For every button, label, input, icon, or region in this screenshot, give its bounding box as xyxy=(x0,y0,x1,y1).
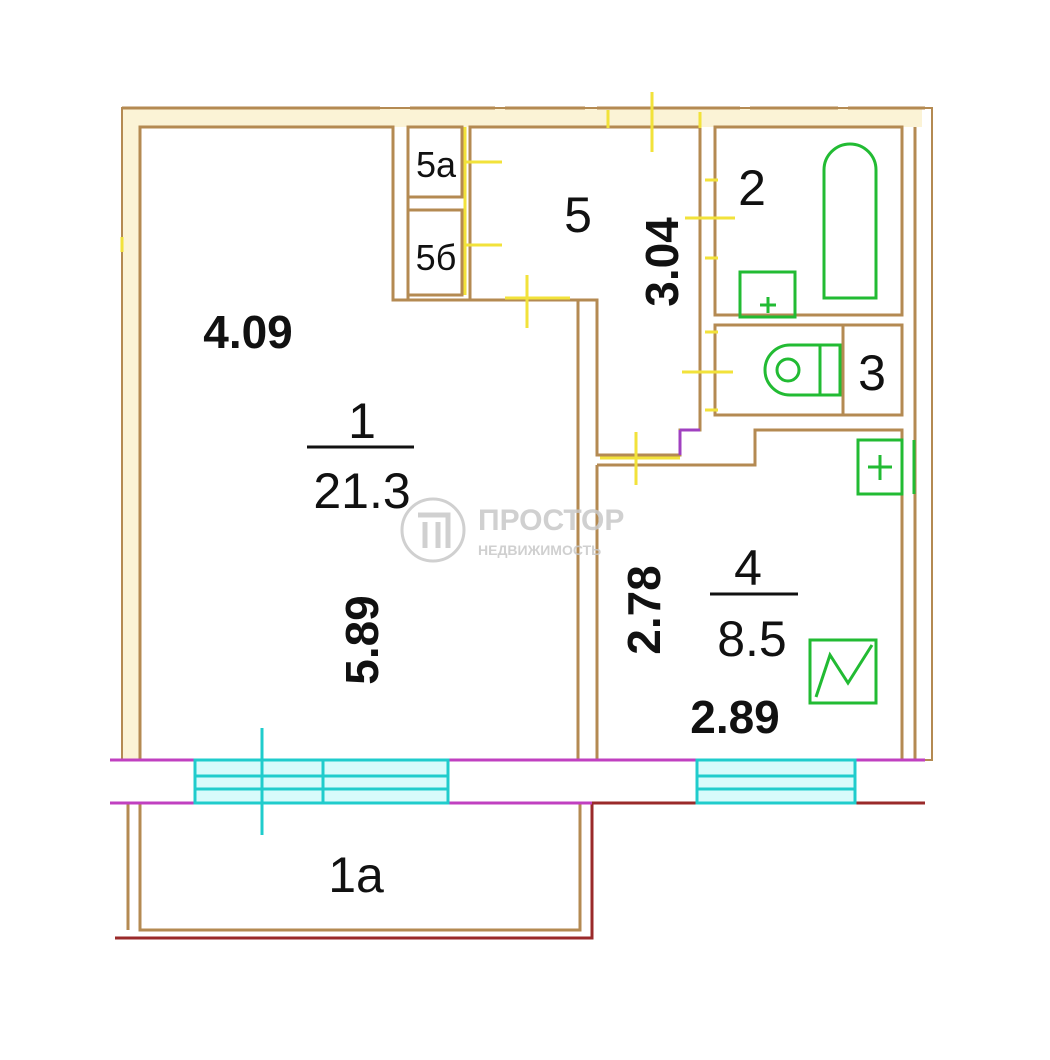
watermark-brand: ПРОСТОР xyxy=(478,504,624,537)
window-room-4 xyxy=(695,758,857,805)
room-5-number: 5 xyxy=(564,187,592,243)
stove-icon xyxy=(856,438,904,496)
toilet-icon xyxy=(763,343,842,397)
room-2-number: 2 xyxy=(738,160,766,216)
closet-5a-number: 5a xyxy=(416,144,457,185)
fixtures xyxy=(738,142,916,705)
room-1-area: 21.3 xyxy=(313,463,410,519)
room-4-outline xyxy=(595,428,904,760)
balcony-outline xyxy=(138,803,582,932)
bathtub-icon xyxy=(822,142,878,300)
room-5-length: 3.04 xyxy=(636,217,688,307)
room-4-width: 2.89 xyxy=(690,691,780,743)
room-3-number: 3 xyxy=(858,345,886,401)
room-4-length: 2.78 xyxy=(618,565,670,655)
room-1-outline xyxy=(138,125,580,760)
room-1-width: 4.09 xyxy=(203,306,293,358)
door-marks xyxy=(120,92,735,485)
radiator-icon xyxy=(808,638,878,705)
room-3-outline xyxy=(713,323,904,417)
watermark: ПРОСТОР НЕДВИЖИМОСТЬ xyxy=(400,497,624,563)
room-1-number: 1 xyxy=(348,393,376,449)
room-1a-number: 1a xyxy=(328,847,384,903)
room-4-number: 4 xyxy=(734,540,762,596)
room-2-outline xyxy=(713,125,904,317)
sink-icon xyxy=(738,270,797,319)
watermark-logo-icon xyxy=(400,497,466,563)
watermark-subtitle: НЕДВИЖИМОСТЬ xyxy=(478,542,601,558)
closet-5b-number: 5б xyxy=(416,237,457,278)
windows xyxy=(193,728,857,835)
room-1-length: 5.89 xyxy=(336,595,388,685)
room-4-area: 8.5 xyxy=(717,611,787,667)
room-labels: 4.09 1 21.3 5.89 1a 2 3 4 8.5 2.89 2.78 … xyxy=(203,144,886,903)
